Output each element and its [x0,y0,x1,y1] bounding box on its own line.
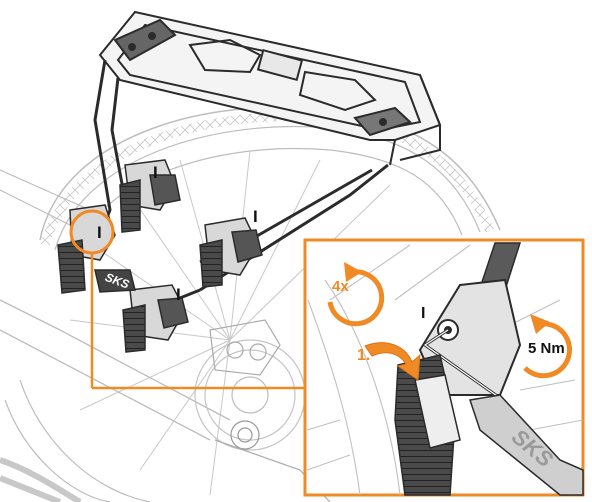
torque-label: 5 Nm [528,340,565,357]
step-markers: I I I I [97,163,258,304]
detail-marker-label: I [421,305,425,322]
torque-rotation-icon [523,314,572,379]
detail-inset: SKS 4x I 1. 5 Nm [303,238,585,497]
step-arrow-icon [364,342,421,381]
clamp-top [119,159,181,233]
clamp-left [57,204,136,294]
rotation-4x-icon [327,262,385,327]
clamp-bottom [122,284,189,353]
step-number-label: 1. [357,347,370,364]
marker-label-top: I [153,163,158,182]
rack-clamps [57,159,263,353]
marker-label-left: I [97,223,102,242]
detail-strap-band [469,394,584,496]
marker-label-mid: I [253,207,258,226]
callout-connector [90,253,305,390]
detail-background [306,244,584,496]
clamp-mid-right [199,217,263,288]
brake-disc [194,339,306,451]
rotation-count-label: 4x [332,278,349,295]
marker-label-bottom: I [176,285,181,304]
rack-platform [98,10,442,141]
